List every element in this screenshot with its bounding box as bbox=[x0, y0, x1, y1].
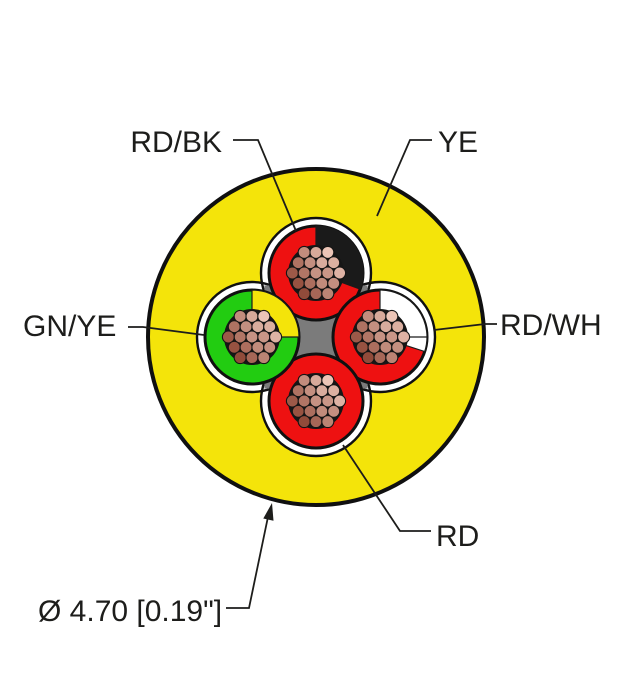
copper-strand bbox=[233, 351, 247, 365]
copper-strand bbox=[333, 394, 347, 408]
copper-strand bbox=[385, 309, 399, 323]
copper-strand bbox=[327, 384, 341, 398]
copper-strand bbox=[321, 287, 335, 301]
copper-strand bbox=[327, 256, 341, 270]
label-rd-wh: RD/WH bbox=[500, 309, 602, 342]
copper-strand bbox=[309, 415, 323, 429]
conductor-rd bbox=[267, 352, 365, 450]
copper-strand bbox=[257, 351, 271, 365]
conductor-rd-wh bbox=[331, 288, 429, 386]
copper-strand bbox=[297, 287, 311, 301]
leader-line-rd bbox=[342, 444, 431, 532]
label-diameter: Ø 4.70 [0.19"] bbox=[38, 595, 222, 628]
copper-strand bbox=[385, 351, 399, 365]
copper-strand bbox=[297, 415, 311, 429]
label-rd: RD bbox=[436, 520, 479, 553]
leader-line-rd-wh bbox=[433, 323, 497, 331]
copper-strand bbox=[269, 330, 283, 344]
copper-strand bbox=[361, 351, 375, 365]
copper-strand bbox=[397, 330, 411, 344]
copper-strand bbox=[321, 373, 335, 387]
copper-strand bbox=[263, 340, 277, 354]
label-ye: YE bbox=[438, 126, 478, 159]
leader-line-gn-ye bbox=[128, 326, 205, 336]
conductors bbox=[203, 224, 429, 450]
conductor-gn-ye bbox=[203, 288, 301, 386]
copper-strand bbox=[321, 415, 335, 429]
leader-line-diameter bbox=[226, 511, 270, 609]
copper-strand bbox=[263, 320, 277, 334]
copper-strand bbox=[373, 351, 387, 365]
copper-strand bbox=[321, 245, 335, 259]
copper-strand bbox=[391, 340, 405, 354]
leader-line-rd-bk bbox=[233, 139, 297, 232]
copper-strand bbox=[245, 351, 259, 365]
copper-strand bbox=[391, 320, 405, 334]
label-gn-ye: GN/YE bbox=[23, 310, 116, 343]
leader-line-ye bbox=[376, 139, 432, 217]
conductor-rd-bk bbox=[267, 224, 365, 322]
copper-strand bbox=[327, 404, 341, 418]
copper-strand bbox=[327, 276, 341, 290]
diameter-arrowhead bbox=[263, 503, 274, 521]
copper-strand bbox=[257, 309, 271, 323]
label-rd-bk: RD/BK bbox=[130, 126, 222, 159]
copper-strand bbox=[333, 266, 347, 280]
copper-strand bbox=[309, 287, 323, 301]
